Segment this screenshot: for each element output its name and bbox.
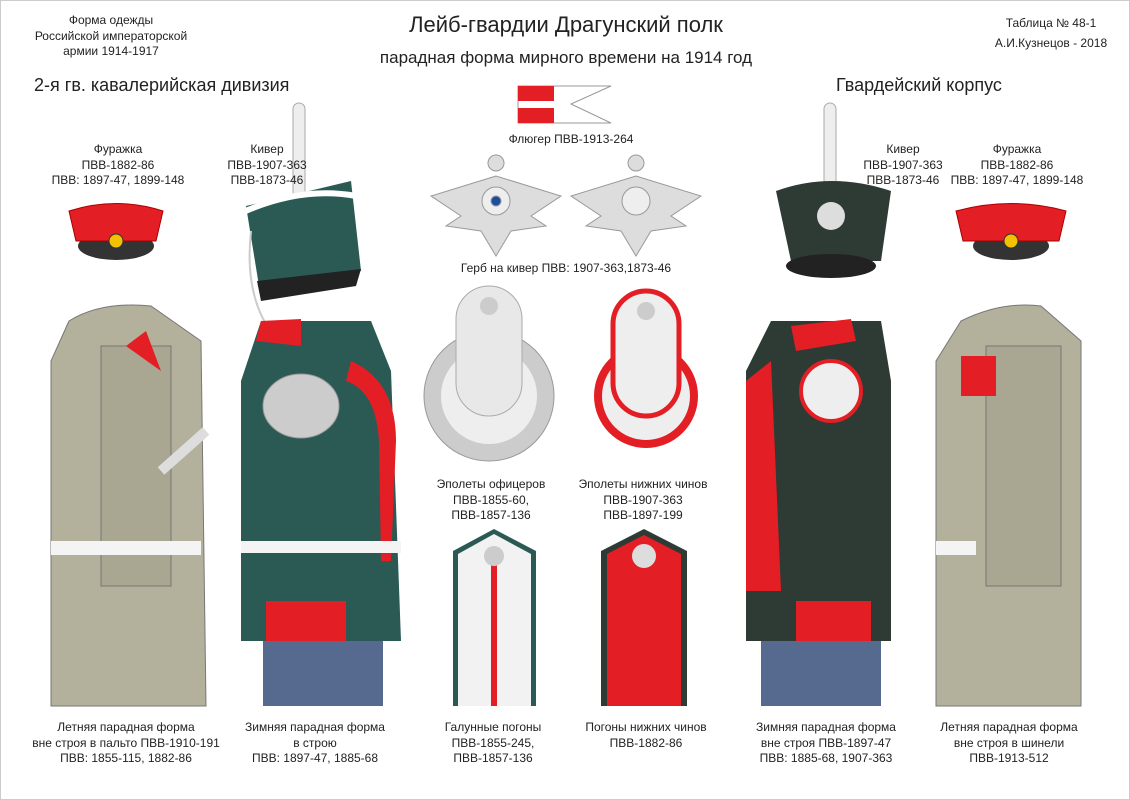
shako-right-label: Кивер ПВВ-1907-363 ПВВ-1873-46: [863, 142, 942, 189]
figure-summer-greatcoat-right: [935, 304, 1082, 707]
epaulettes-officers-label: Эполеты офицеров ПВВ-1855-60, ПВВ-1857-1…: [437, 477, 546, 524]
cap-left-label: Фуражка ПВВ-1882-86 ПВВ: 1897-47, 1899-1…: [52, 142, 185, 189]
caption-line: ПВВ: 1897-47, 1885-68: [251, 751, 379, 766]
label-line: ПВВ-1873-46: [230, 173, 304, 188]
figure-winter-parade-right: [746, 319, 891, 706]
caption-officer-boards: Галунные погоны ПВВ-1855-245, ПВВ-1857-1…: [445, 720, 542, 767]
cap-right-label: Фуражка ПВВ-1882-86 ПВВ: 1897-47, 1899-1…: [951, 142, 1084, 189]
caption-summer-coat: Летняя парадная форма вне строя в пальто…: [32, 720, 220, 767]
label-line: Эполеты нижних чинов: [578, 477, 708, 491]
pennant-label: Флюгер ПВВ-1913-264: [508, 132, 634, 146]
label-line: Эполеты офицеров: [436, 477, 546, 491]
cap-left: [68, 203, 164, 260]
label-line: ПВВ-1907-363: [227, 157, 307, 172]
caption-line: ПВВ: 1885-68, 1907-363: [759, 751, 893, 766]
caption-line: вне строя ПВВ-1897-47: [760, 735, 892, 750]
label-line: ПВВ: 1897-47, 1899-148: [51, 173, 185, 188]
eagle-emblem-right: [569, 154, 703, 257]
shako-arms-label: Герб на кивер ПВВ: 1907-363,1873-46: [460, 261, 672, 275]
caption-winter-ranks: Зимняя парадная форма в строю ПВВ: 1897-…: [245, 720, 385, 767]
figure-summer-coat-left: [50, 304, 210, 707]
label-line: Кивер: [886, 142, 920, 156]
caption-line: Летняя парадная форма: [940, 720, 1078, 734]
label-line: Кивер: [250, 142, 284, 156]
label-line: ПВВ-1882-86: [980, 157, 1054, 172]
caption-line: ПВВ-1913-512: [969, 751, 1049, 766]
author: А.И.Кузнецов - 2018: [994, 36, 1108, 51]
label-line: ПВВ-1855-60,: [452, 492, 529, 507]
pennant-flag: [517, 85, 612, 124]
series-title: Форма одежды Российской императорской ар…: [35, 13, 187, 60]
shoulder-board-lower-ranks: [601, 529, 687, 706]
shako-left-label: Кивер ПВВ-1907-363 ПВВ-1873-46: [227, 142, 306, 189]
caption-line: ПВВ-1857-136: [453, 751, 533, 766]
label-line: ПВВ-1897-199: [603, 508, 683, 523]
cap-right: [955, 203, 1067, 260]
epaulette-lower-ranks: [594, 288, 698, 448]
caption-line: Зимняя парадная форма: [245, 720, 385, 734]
epaulette-officer: [423, 285, 555, 462]
figure-winter-parade-left: [241, 319, 401, 706]
label-line: ПВВ: 1897-47, 1899-148: [950, 173, 1084, 188]
page-title: Лейб-гвардии Драгунский полк: [409, 12, 723, 37]
caption-line: Погоны нижних чинов: [585, 720, 707, 734]
caption-rank-boards: Погоны нижних чинов ПВВ-1882-86: [585, 720, 706, 751]
shako-right: [776, 102, 891, 278]
division-label: 2-я гв. кавалерийская дивизия: [34, 75, 290, 95]
caption-line: в строю: [293, 735, 337, 750]
caption-line: Летняя парадная форма: [57, 720, 195, 734]
caption-summer-greatcoat: Летняя парадная форма вне строя в шинели…: [940, 720, 1077, 767]
shoulder-board-officer: [453, 529, 536, 706]
label-line: Фуражка: [93, 142, 143, 156]
caption-line: вне строя в пальто ПВВ-1910-191: [32, 735, 220, 750]
table-number: Таблица № 48-1: [1005, 16, 1097, 30]
caption-line: Галунные погоны: [444, 720, 542, 734]
page-subtitle: парадная форма мирного времени на 1914 г…: [379, 48, 753, 67]
shako-left: [239, 102, 361, 362]
caption-line: Зимняя парадная форма: [756, 720, 896, 734]
label-line: ПВВ-1882-86: [81, 157, 155, 172]
caption-line: вне строя в шинели: [953, 735, 1065, 750]
label-line: ПВВ-1857-136: [451, 508, 531, 523]
corps-label: Гвардейский корпус: [836, 75, 1002, 95]
label-line: Фуражка: [992, 142, 1042, 156]
caption-winter-offduty: Зимняя парадная форма вне строя ПВВ-1897…: [756, 720, 896, 767]
caption-line: ПВВ-1882-86: [609, 735, 683, 750]
table-number-block: Таблица № 48-1 А.И.Кузнецов - 2018: [995, 13, 1107, 54]
epaulettes-ranks-label: Эполеты нижних чинов ПВВ-1907-363 ПВВ-18…: [579, 477, 708, 524]
series-line: Форма одежды: [68, 13, 154, 27]
label-line: ПВВ-1907-363: [863, 157, 943, 172]
caption-line: ПВВ: 1855-115, 1882-86: [60, 751, 192, 766]
label-line: ПВВ-1907-363: [603, 492, 683, 507]
eagle-emblem-left: [429, 154, 563, 257]
label-line: ПВВ-1873-46: [866, 173, 940, 188]
series-line: Российской императорской: [34, 28, 188, 43]
caption-line: ПВВ-1855-245,: [451, 735, 535, 750]
series-line: армии 1914-1917: [63, 44, 159, 59]
